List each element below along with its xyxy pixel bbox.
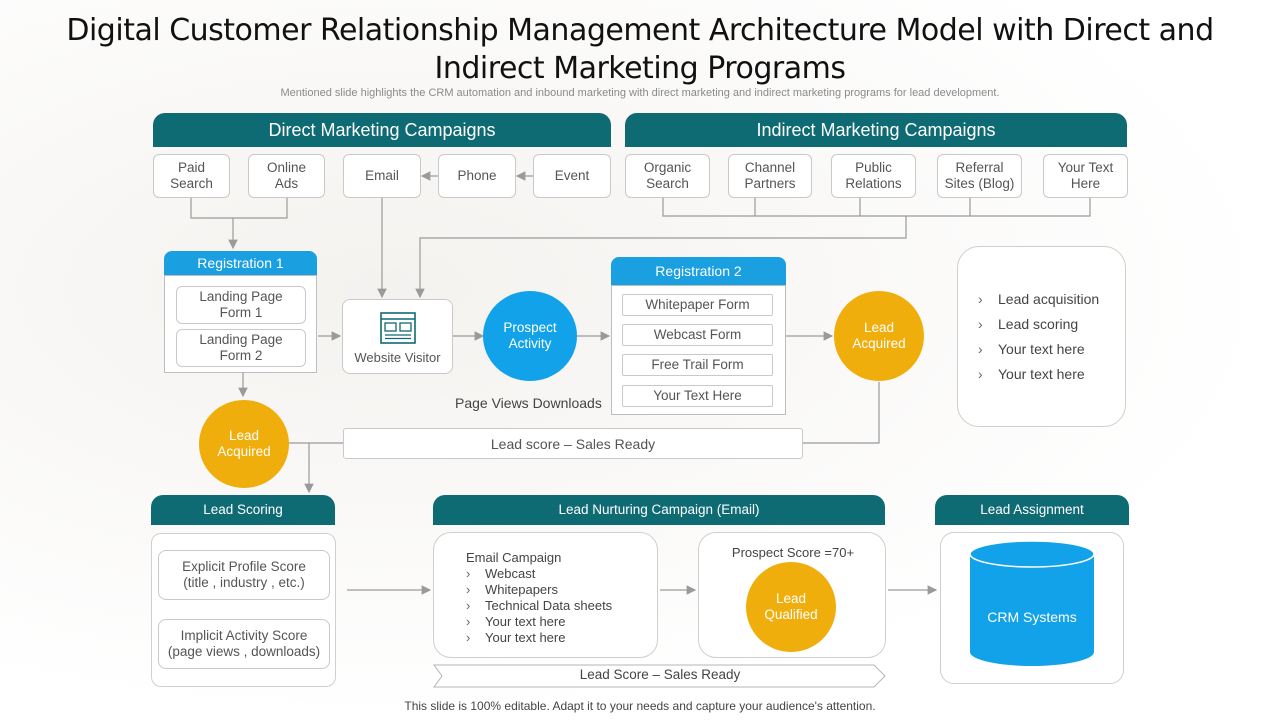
- list-item: ›Webcast: [466, 566, 536, 581]
- website-visitor-box: Website Visitor: [342, 299, 453, 374]
- sales-ready-arrow-shape: [433, 664, 886, 688]
- database-cylinder-icon: [969, 540, 1095, 666]
- crm-systems-label: CRM Systems: [987, 609, 1077, 625]
- page-title: Digital Customer Relationship Management…: [66, 13, 1214, 86]
- webcast-form: Webcast Form: [622, 324, 773, 346]
- registration-1: Registration 1 Landing Page Form 1 Landi…: [164, 251, 317, 373]
- sales-ready-arrow-label: Lead Score – Sales Ready: [579, 667, 741, 682]
- channel-organic-search: Organic Search: [625, 154, 710, 198]
- channel-phone: Phone: [438, 154, 516, 198]
- registration-2-header: Registration 2: [611, 257, 786, 285]
- page-subtitle: Mentioned slide highlights the CRM autom…: [280, 87, 1000, 99]
- lead-nurturing-header: Lead Nurturing Campaign (Email): [433, 495, 885, 525]
- lead-qualified-circle: Lead Qualified: [746, 562, 836, 652]
- registration-1-header: Registration 1: [164, 251, 317, 275]
- list-item: ›Technical Data sheets: [466, 598, 613, 613]
- whitepaper-form: Whitepaper Form: [622, 294, 773, 316]
- channel-your-text: Your Text Here: [1043, 154, 1128, 198]
- channel-channel-partners: Channel Partners: [728, 154, 812, 198]
- website-visitor-label: Website Visitor: [354, 349, 441, 365]
- list-item: ›Lead scoring: [978, 316, 1079, 332]
- lead-assignment-header: Lead Assignment: [935, 495, 1129, 525]
- prospect-activity-circle: Prospect Activity: [483, 291, 577, 381]
- list-item: ›Your text here: [978, 341, 1085, 357]
- your-text-form: Your Text Here: [622, 385, 773, 407]
- page-footer: This slide is 100% editable. Adapt it to…: [404, 699, 876, 713]
- lead-scoring-header: Lead Scoring: [151, 495, 335, 525]
- page-views-downloads-label: Page Views Downloads: [455, 395, 602, 411]
- list-item: ›Your text here: [466, 630, 566, 645]
- list-item: ›Your text here: [466, 614, 566, 629]
- free-trail-form: Free Trail Form: [622, 354, 773, 376]
- channel-paid-search: Paid Search: [153, 154, 230, 198]
- browser-window-icon: [379, 311, 416, 344]
- list-item: ›Whitepapers: [466, 582, 558, 597]
- channel-public-relations: Public Relations: [831, 154, 916, 198]
- channel-event: Event: [533, 154, 611, 198]
- lead-acquired-right-circle: Lead Acquired: [834, 291, 924, 381]
- landing-page-form-1: Landing Page Form 1: [176, 286, 306, 324]
- email-campaign-panel: Email Campaign ›Webcast ›Whitepapers ›Te…: [433, 532, 658, 658]
- email-campaign-title: Email Campaign: [466, 550, 562, 565]
- landing-page-form-2: Landing Page Form 2: [176, 329, 306, 367]
- direct-marketing-header: Direct Marketing Campaigns: [153, 113, 611, 147]
- channel-email: Email: [343, 154, 421, 198]
- lead-acquired-left-circle: Lead Acquired: [199, 400, 289, 488]
- lead-score-sales-ready-bar: Lead score – Sales Ready: [343, 428, 803, 459]
- lead-summary-panel: ›Lead acquisition ›Lead scoring ›Your te…: [957, 246, 1126, 427]
- indirect-marketing-header: Indirect Marketing Campaigns: [625, 113, 1127, 147]
- implicit-activity-score: Implicit Activity Score (page views , do…: [158, 619, 330, 669]
- channel-referral-sites: Referral Sites (Blog): [937, 154, 1022, 198]
- list-item: ›Lead acquisition: [978, 291, 1100, 307]
- channel-online-ads: Online Ads: [248, 154, 325, 198]
- prospect-score-label: Prospect Score =70+: [731, 545, 855, 560]
- list-item: ›Your text here: [978, 366, 1085, 382]
- registration-2: Registration 2 Whitepaper Form Webcast F…: [611, 257, 786, 415]
- explicit-profile-score: Explicit Profile Score (title , industry…: [158, 550, 330, 600]
